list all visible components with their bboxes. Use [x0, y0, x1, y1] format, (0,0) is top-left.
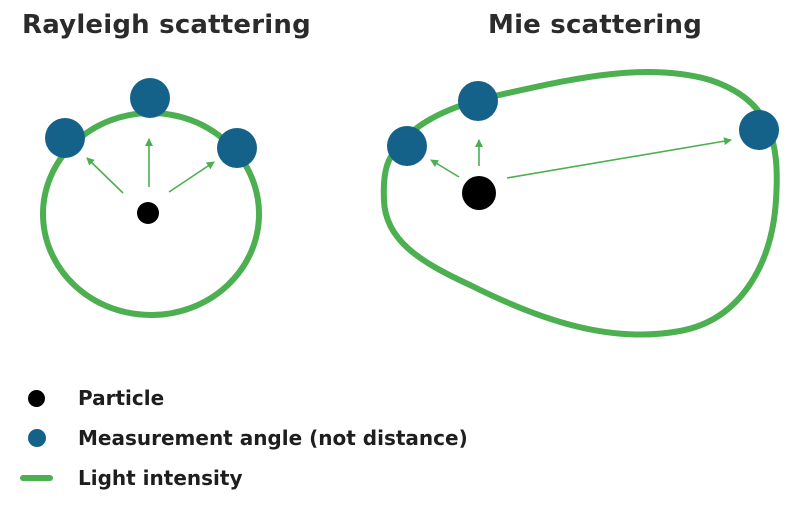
mie-title: Mie scattering	[488, 10, 703, 40]
rayleigh-title: Rayleigh scattering	[22, 10, 311, 40]
mie-measurement-left	[387, 126, 427, 166]
mie-measurement-right	[739, 110, 779, 150]
legend-particle-row: Particle	[20, 383, 164, 413]
legend-measurement-label: Measurement angle (not distance)	[78, 426, 468, 450]
rayleigh-particle	[137, 202, 159, 224]
measurement-dot-icon	[28, 429, 46, 447]
mie-intensity-curve	[380, 69, 780, 338]
legend-intensity-label: Light intensity	[78, 466, 243, 490]
rayleigh-arrow-right	[168, 161, 215, 193]
rayleigh-measurement-left	[45, 118, 85, 158]
legend-measurement-row: Measurement angle (not distance)	[20, 423, 468, 453]
measurement-legend-marker	[20, 423, 56, 453]
scattering-diagram	[40, 69, 780, 338]
particle-dot-icon	[28, 390, 45, 407]
mie-arrow-left	[430, 159, 460, 178]
legend-particle-label: Particle	[78, 386, 165, 410]
intensity-line-icon	[20, 475, 53, 481]
rayleigh-measurement-top	[130, 78, 170, 118]
legend-intensity-row: Light intensity	[20, 463, 243, 493]
rayleigh-measurement-right	[217, 128, 257, 168]
particle-legend-marker	[20, 383, 56, 413]
mie-particle	[462, 176, 496, 210]
mie-arrow-right	[506, 137, 732, 179]
intensity-legend-marker	[20, 463, 56, 493]
mie-diagram	[380, 69, 780, 338]
rayleigh-diagram	[40, 78, 262, 318]
rayleigh-arrow-left	[86, 157, 124, 194]
mie-measurement-top	[458, 81, 498, 121]
